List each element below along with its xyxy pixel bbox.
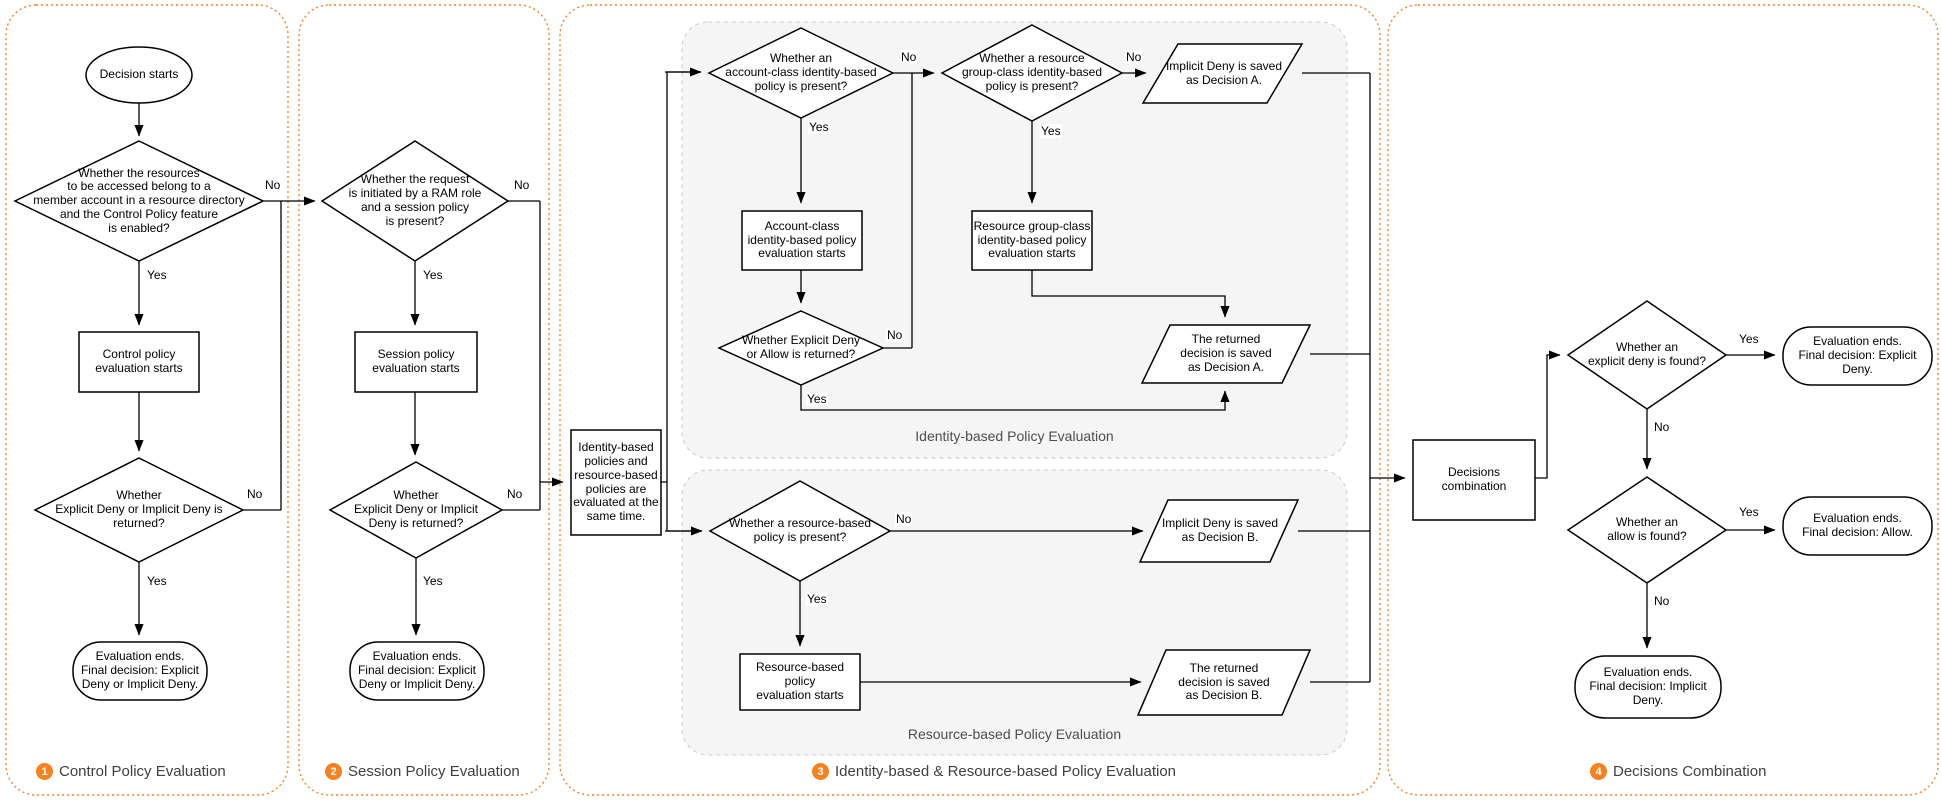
control-policy-eval-rect xyxy=(78,331,200,393)
edge-label-no: No xyxy=(1653,594,1671,608)
explicit-deny-found-diamond xyxy=(1566,300,1728,410)
edge-label-yes: Yes xyxy=(146,574,168,588)
account-class-policy-diamond xyxy=(707,27,895,119)
implicit-deny-decision-b-parallelogram xyxy=(1138,499,1300,563)
section-4-badge: 4 xyxy=(1590,763,1607,780)
identity-policy-group-caption: Identity-based Policy Evaluation xyxy=(915,428,1114,444)
allow-found-diamond xyxy=(1566,476,1728,584)
section-4-border xyxy=(1387,4,1939,796)
edge-combination-to-d1 xyxy=(1535,350,1561,479)
edge-id-d2-yes-to-p2 xyxy=(800,385,1230,411)
returned-decision-b-parallelogram xyxy=(1136,649,1312,716)
section-3-footer: 3 Identity-based & Resource-based Policy… xyxy=(812,763,1176,780)
section-2-footer: 2 Session Policy Evaluation xyxy=(325,763,520,780)
edge-id-rect2-to-p2 xyxy=(1031,270,1230,318)
ram-role-session-diamond xyxy=(320,140,510,262)
edge-label-yes: Yes xyxy=(806,392,828,406)
edge-split-identity-resource xyxy=(661,71,702,532)
section-3-title: Identity-based & Resource-based Policy E… xyxy=(835,763,1177,780)
account-class-eval-rect xyxy=(741,210,863,271)
resource-group-eval-rect xyxy=(971,210,1093,271)
edge-label-no: No xyxy=(506,487,524,501)
end-implicit-deny-terminator xyxy=(1574,655,1722,719)
section-1-border xyxy=(5,4,289,796)
edge-label-no: No xyxy=(1125,50,1143,64)
returned-decision-a-parallelogram xyxy=(1140,324,1312,384)
s2-end-terminator xyxy=(349,641,485,701)
s2-deny-returned-diamond xyxy=(328,461,504,559)
edge-label-yes: Yes xyxy=(422,574,444,588)
edge-label-no: No xyxy=(886,328,904,342)
resource-based-policy-diamond xyxy=(708,480,892,582)
edge-label-yes: Yes xyxy=(808,120,830,134)
end-allow-terminator xyxy=(1782,496,1933,556)
explicit-deny-allow-diamond xyxy=(717,310,885,386)
section-2-badge: 2 xyxy=(325,763,342,780)
s1-end-terminator xyxy=(72,641,208,701)
section-2-title: Session Policy Evaluation xyxy=(348,763,520,780)
edge-label-no: No xyxy=(246,487,264,501)
edge-label-no: No xyxy=(513,178,531,192)
section-4-title: Decisions Combination xyxy=(1613,763,1767,780)
edge-collector-to-combination xyxy=(1369,73,1405,682)
edge-s1-d2-no-merge xyxy=(243,201,282,511)
section-4-footer: 4 Decisions Combination xyxy=(1590,763,1766,780)
section-1-title: Control Policy Evaluation xyxy=(59,763,226,780)
s1-deny-returned-diamond xyxy=(33,457,245,563)
edge-label-yes: Yes xyxy=(806,592,828,606)
control-policy-check-diamond xyxy=(13,140,265,262)
decisions-combination-rect xyxy=(1412,439,1536,521)
edge-id-d2-no-up xyxy=(883,73,934,349)
edge-label-yes: Yes xyxy=(1040,124,1062,138)
edge-label-no: No xyxy=(900,50,918,64)
section-1-footer: 1 Control Policy Evaluation xyxy=(36,763,226,780)
section-3-badge: 3 xyxy=(812,763,829,780)
resource-policy-group-caption: Resource-based Policy Evaluation xyxy=(907,726,1122,742)
edge-s2-no-merge xyxy=(502,200,541,511)
section-1-badge: 1 xyxy=(36,763,53,780)
resource-group-policy-diamond xyxy=(940,24,1124,122)
decision-starts-terminator xyxy=(85,46,193,104)
end-explicit-deny-terminator xyxy=(1782,326,1933,386)
section-3-border xyxy=(559,4,1381,796)
section-2-border xyxy=(298,4,550,796)
edge-label-yes: Yes xyxy=(1738,332,1760,346)
edge-label-no: No xyxy=(895,512,913,526)
parallel-evaluation-rect xyxy=(570,429,662,536)
edge-label-yes: Yes xyxy=(422,268,444,282)
edge-label-yes: Yes xyxy=(1738,505,1760,519)
resource-based-eval-rect xyxy=(739,653,861,711)
edge-label-no: No xyxy=(264,178,282,192)
edge-label-no: No xyxy=(1653,420,1671,434)
session-policy-eval-rect xyxy=(354,331,478,393)
edge-label-yes: Yes xyxy=(146,268,168,282)
implicit-deny-decision-a-parallelogram xyxy=(1141,43,1304,104)
